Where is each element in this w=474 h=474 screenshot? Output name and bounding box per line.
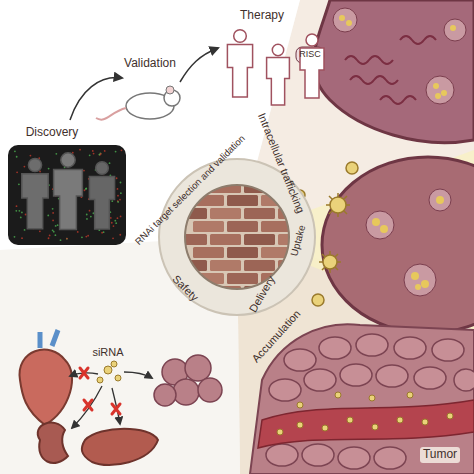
liver [82,429,158,465]
endosomes [366,189,451,296]
block-marks [80,368,120,414]
people-silhouettes [22,153,115,230]
stage-label: Discovery [26,126,79,139]
heart [20,330,73,425]
tumor-cluster [154,355,222,406]
stage-label: Therapy [240,9,284,22]
tissue [250,324,474,474]
molecule-label: siRNA [92,346,123,358]
accumulated-particles [277,392,453,435]
screen-panel [8,145,126,245]
sirna-arrows [70,372,152,428]
complex-label: RISC [299,50,321,60]
sirna-particles [97,361,121,383]
rna-strands [345,36,436,104]
tissue-label: Tumor [420,447,460,462]
sector [0,0,300,250]
cell [314,0,474,143]
vesicles [333,8,466,104]
flow-arrow [180,48,218,82]
wall-rim [185,185,289,289]
stage-label: Validation [124,57,176,70]
patients [227,30,324,105]
flow-arrow [70,78,122,120]
kidney [38,423,68,463]
tissue-cells [266,334,474,469]
mouse [96,86,180,120]
speckles [14,149,123,241]
blood-vessel [258,400,474,448]
cell [322,157,474,333]
